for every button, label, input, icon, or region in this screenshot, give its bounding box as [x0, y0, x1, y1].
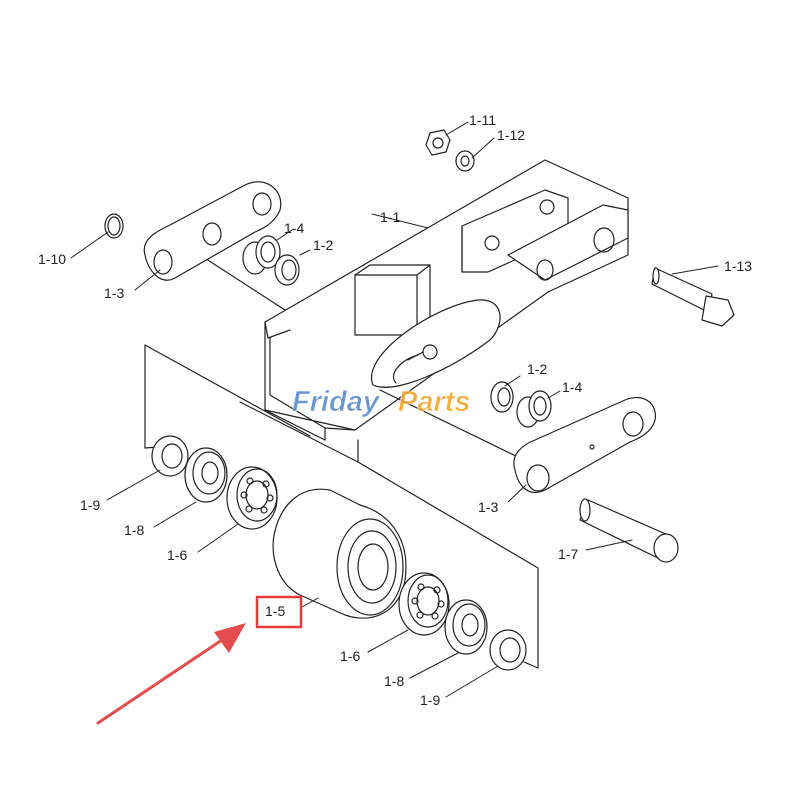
snap-ring-1-10 — [104, 213, 124, 239]
bearing-1-6-left — [226, 466, 278, 530]
part-label-1-9: 1-9 — [80, 497, 100, 513]
pin-1-7 — [579, 498, 679, 563]
side-plate-1-3-upper — [143, 181, 282, 281]
part-label-1-4: 1-4 — [284, 220, 304, 236]
highlight-box — [255, 595, 303, 629]
watermark-word-1: Friday — [292, 386, 381, 418]
watermark: Friday Parts — [292, 386, 471, 419]
part-label-1-4: 1-4 — [562, 379, 582, 395]
part-label-1-8: 1-8 — [384, 673, 404, 689]
roller-1-5 — [272, 488, 407, 619]
part-label-1-11: 1-11 — [469, 112, 496, 128]
part-label-1-7: 1-7 — [558, 546, 578, 562]
part-label-1-2: 1-2 — [527, 361, 547, 377]
washer-1-9-left — [151, 435, 189, 477]
washer-1-2-lower — [490, 381, 514, 413]
part-label-1-12: 1-12 — [497, 127, 525, 143]
part-label-1-3: 1-3 — [478, 499, 498, 515]
seal-1-8-right — [444, 599, 488, 655]
seal-1-8-left — [184, 447, 228, 503]
part-label-1-6: 1-6 — [340, 648, 360, 664]
washer-1-2-upper — [274, 254, 300, 286]
bolt-1-13 — [651, 267, 735, 327]
leader-lines — [70, 121, 719, 698]
washer-1-12 — [455, 150, 475, 172]
bushing-1-4-upper — [242, 235, 281, 275]
arm-1-1 — [199, 159, 629, 459]
part-label-1-8: 1-8 — [124, 522, 144, 538]
bearing-1-6-right — [398, 572, 450, 636]
part-label-1-13: 1-13 — [724, 258, 752, 274]
part-label-1-5: 1-5 — [265, 603, 285, 619]
part-label-1-2: 1-2 — [313, 237, 333, 253]
part-labels: 1-1 1-2 1-2 1-3 1-3 1-4 1-4 1-5 1-6 1-6 … — [38, 112, 752, 708]
assembly-guide-lines — [144, 344, 539, 669]
nut-1-11 — [425, 129, 451, 156]
pointer-arrow — [96, 623, 246, 725]
side-plate-1-3-lower — [513, 397, 656, 493]
watermark-word-2: Parts — [398, 386, 471, 418]
washer-1-9-right — [489, 629, 527, 671]
bushing-1-4-lower — [516, 390, 552, 428]
part-label-1-10: 1-10 — [38, 251, 66, 267]
part-label-1-1: 1-1 — [380, 209, 400, 225]
part-label-1-9: 1-9 — [420, 692, 440, 708]
part-label-1-6: 1-6 — [167, 547, 187, 563]
part-label-1-3: 1-3 — [104, 285, 124, 301]
